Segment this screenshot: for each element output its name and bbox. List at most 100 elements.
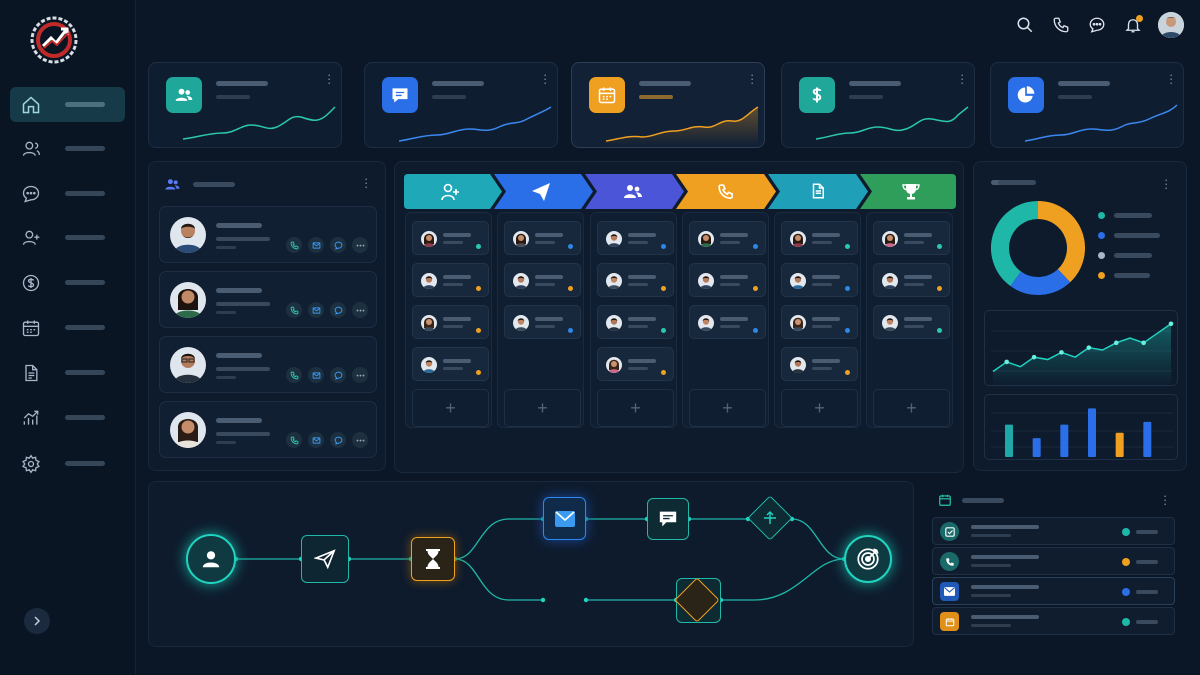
bar — [1032, 438, 1041, 457]
user-avatar[interactable] — [1158, 12, 1184, 38]
call-button[interactable] — [286, 367, 302, 383]
phone-button[interactable] — [1050, 14, 1072, 36]
deal-card[interactable] — [781, 221, 858, 255]
kpi-menu-button[interactable]: ··· — [960, 67, 965, 90]
kpi-sparkline — [398, 106, 552, 142]
contact-card[interactable] — [159, 206, 377, 263]
message-button[interactable] — [330, 237, 346, 253]
contact-card[interactable] — [159, 336, 377, 393]
deal-card[interactable] — [873, 221, 950, 255]
deal-card[interactable] — [689, 305, 766, 339]
sidebar-item-home[interactable] — [10, 87, 125, 122]
sidebar-item-settings[interactable] — [10, 446, 125, 481]
task-row[interactable] — [932, 607, 1175, 635]
message-button[interactable] — [330, 432, 346, 448]
workflow-connectors — [233, 516, 847, 603]
plus-icon: + — [722, 397, 733, 418]
workflow-wait-step[interactable] — [411, 537, 455, 581]
deal-card[interactable] — [597, 221, 674, 255]
kpi-menu-button[interactable]: ··· — [543, 67, 548, 90]
kpi-card-contacts[interactable]: ··· — [148, 62, 342, 148]
pipeline-stage-meeting — [585, 174, 684, 209]
kpi-card-messages[interactable]: ··· — [364, 62, 558, 148]
email-button[interactable] — [308, 432, 324, 448]
email-button[interactable] — [308, 302, 324, 318]
email-button[interactable] — [308, 237, 324, 253]
task-row[interactable] — [932, 547, 1175, 575]
deal-card[interactable] — [412, 347, 489, 381]
sidebar-item-chat[interactable] — [10, 176, 125, 211]
analytics-menu-button[interactable]: ··· — [1164, 172, 1169, 195]
kpi-icon-tile — [166, 77, 202, 113]
status-dot — [937, 244, 942, 249]
deal-card[interactable] — [781, 347, 858, 381]
add-deal-button[interactable]: + — [781, 389, 858, 427]
document-icon — [812, 183, 824, 199]
workflow-send-step[interactable] — [301, 535, 349, 583]
deal-card[interactable] — [597, 263, 674, 297]
kpi-card-revenue[interactable]: ··· — [781, 62, 975, 148]
deal-card[interactable] — [504, 305, 581, 339]
deal-card[interactable] — [781, 305, 858, 339]
add-deal-button[interactable]: + — [597, 389, 674, 427]
task-row[interactable] — [932, 577, 1175, 605]
deal-card[interactable] — [689, 221, 766, 255]
status-dot — [476, 370, 481, 375]
call-button[interactable] — [286, 432, 302, 448]
deal-card[interactable] — [412, 263, 489, 297]
more-button[interactable] — [352, 302, 368, 318]
contacts-menu-button[interactable]: ··· — [364, 171, 369, 194]
sidebar-item-calendar[interactable] — [10, 310, 125, 345]
workflow-condition-step[interactable] — [747, 495, 793, 541]
sidebar-item-contacts[interactable] — [10, 131, 125, 166]
deal-card[interactable] — [781, 263, 858, 297]
messages-button[interactable] — [1086, 14, 1108, 36]
notifications-button[interactable] — [1122, 14, 1144, 36]
more-button[interactable] — [352, 367, 368, 383]
search-button[interactable] — [1014, 14, 1036, 36]
sidebar-collapse-button[interactable] — [24, 608, 50, 634]
kpi-menu-button[interactable]: ··· — [750, 67, 755, 90]
contact-card[interactable] — [159, 271, 377, 328]
deal-card[interactable] — [504, 263, 581, 297]
deal-card[interactable] — [689, 263, 766, 297]
deal-card[interactable] — [873, 263, 950, 297]
avatar — [698, 273, 714, 289]
sidebar-item-add-user[interactable] — [10, 220, 125, 255]
task-row[interactable] — [932, 517, 1175, 545]
sidebar-item-finance[interactable] — [10, 265, 125, 300]
contact-card[interactable] — [159, 401, 377, 458]
kpi-card-reports[interactable]: ··· — [990, 62, 1184, 148]
deal-card[interactable] — [873, 305, 950, 339]
sidebar-item-documents[interactable] — [10, 355, 125, 390]
workflow-message-step[interactable] — [647, 498, 689, 540]
add-deal-button[interactable]: + — [689, 389, 766, 427]
call-button[interactable] — [286, 237, 302, 253]
message-button[interactable] — [330, 367, 346, 383]
more-button[interactable] — [352, 432, 368, 448]
deal-card[interactable] — [597, 305, 674, 339]
workflow-email-step[interactable] — [543, 497, 586, 540]
kpi-menu-button[interactable]: ··· — [327, 67, 332, 90]
add-deal-button[interactable]: + — [873, 389, 950, 427]
deal-card[interactable] — [597, 347, 674, 381]
call-button[interactable] — [286, 302, 302, 318]
calendar-icon — [945, 617, 954, 626]
avatar — [421, 315, 437, 331]
add-deal-button[interactable]: + — [412, 389, 489, 427]
deal-card[interactable] — [504, 221, 581, 255]
message-button[interactable] — [330, 302, 346, 318]
workflow-start-contact[interactable] — [186, 534, 236, 584]
tasks-menu-button[interactable]: ··· — [1163, 488, 1168, 511]
deal-card[interactable] — [412, 305, 489, 339]
kpi-menu-button[interactable]: ··· — [1169, 67, 1174, 90]
add-deal-button[interactable]: + — [504, 389, 581, 427]
more-button[interactable] — [352, 237, 368, 253]
workflow-goal[interactable] — [844, 535, 892, 583]
message-icon — [659, 511, 677, 527]
deal-card[interactable] — [412, 221, 489, 255]
sidebar-item-analytics[interactable] — [10, 400, 125, 435]
more-icon — [356, 244, 364, 246]
kpi-card-appointments[interactable]: ··· — [571, 62, 765, 148]
email-button[interactable] — [308, 367, 324, 383]
